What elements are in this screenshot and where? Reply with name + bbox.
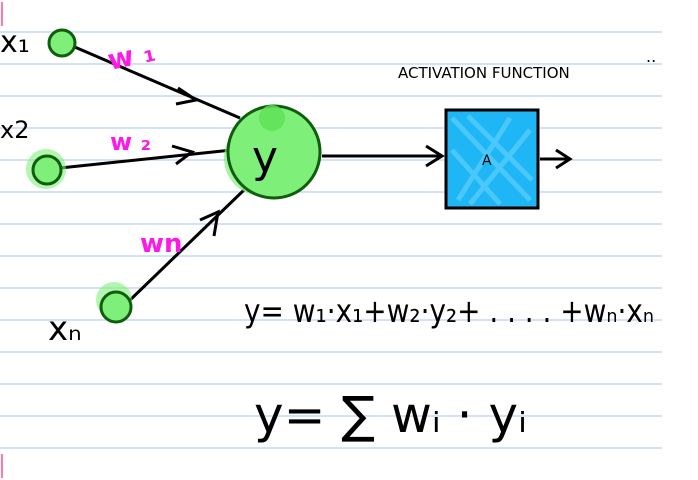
edge-x2-arrowhead <box>171 144 196 166</box>
edge-x2-to-neuron <box>59 148 233 170</box>
input-node-x1 <box>47 28 77 58</box>
activation-box-label: A <box>482 153 492 169</box>
weight-label-w2: w ₂ <box>110 128 151 156</box>
input-node-x2 <box>31 154 63 186</box>
edge-output-arrowhead <box>425 144 445 168</box>
equation-sum: y= ∑ wᵢ · yᵢ <box>254 386 527 444</box>
edge-x1-arrowhead <box>175 86 200 106</box>
activation-scribble <box>450 114 534 206</box>
edge-xn-arrowhead <box>199 209 220 237</box>
neuron-label: y <box>252 132 278 183</box>
input-node-xn <box>99 290 133 324</box>
corner-mark: .. <box>646 47 656 66</box>
input-label-x2: x2 <box>0 116 29 144</box>
activation-title: ACTIVATION FUNCTION <box>398 64 570 82</box>
input-label-x1: x₁ <box>0 25 30 60</box>
equation-linear: y= w₁·x₁+w₂·y₂+ . . . . +wₙ·xₙ <box>244 292 654 330</box>
input-label-xn: xₙ <box>48 309 82 349</box>
weight-label-wn: wn <box>140 229 183 259</box>
edge-activation-arrowhead <box>555 148 573 170</box>
neuron-highlight <box>259 105 285 131</box>
edge-x1-to-neuron <box>69 43 241 120</box>
edge-xn-to-neuron <box>126 188 246 304</box>
weight-label-w1: w ₁ <box>105 35 159 77</box>
